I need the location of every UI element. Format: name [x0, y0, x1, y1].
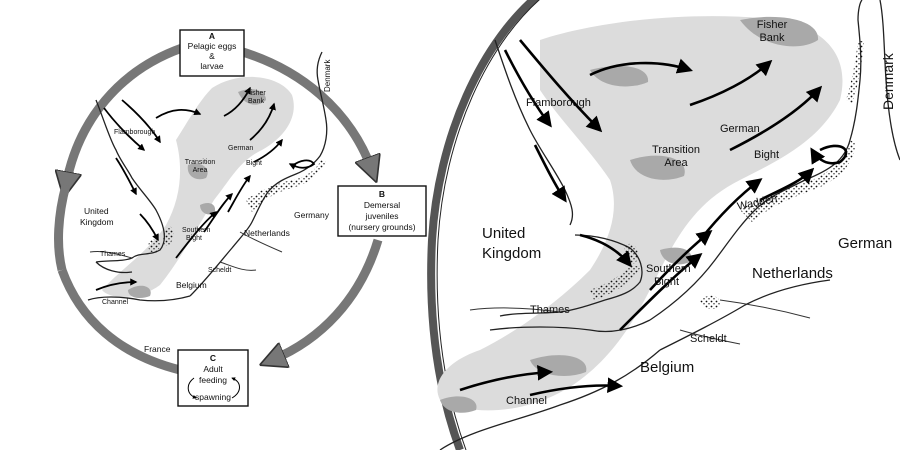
right-label-germany-cut: German: [838, 235, 892, 252]
right-label-bight2: Bight: [654, 276, 679, 288]
stage-c-line2: feeding: [199, 375, 227, 385]
left-panel: A Pelagic eggs & larvae B Demersal juven…: [54, 29, 427, 407]
stage-a-letter: A: [209, 31, 215, 41]
left-label-belgium: Belgium: [176, 280, 207, 290]
stage-c-line1: Adult: [203, 364, 223, 374]
left-label-kingdom: Kingdom: [80, 217, 114, 227]
feeding-cycle-icon: [187, 377, 197, 399]
right-shading: [437, 16, 843, 413]
nursery-shading: [102, 76, 294, 298]
left-label-southern: Southern: [182, 227, 211, 234]
right-label-denmark: Denmark: [880, 52, 896, 110]
stage-a-box: A Pelagic eggs & larvae: [179, 29, 245, 77]
right-label-channel: Channel: [506, 395, 547, 407]
cycle-arrow-icon: [54, 43, 383, 375]
right-label-southern: Southern: [646, 263, 691, 275]
stage-b-line2: juveniles: [364, 211, 398, 221]
left-label-transition: Transition: [185, 159, 216, 166]
left-label-bight2: Bight: [186, 235, 202, 242]
left-stipple: [148, 158, 326, 253]
stage-b-line1: Demersal: [364, 200, 400, 210]
right-label-united: United: [482, 225, 525, 242]
left-label-united: United: [84, 206, 109, 216]
left-label-channel: Channel: [102, 299, 129, 306]
left-label-denmark: Denmark: [323, 59, 332, 92]
right-label-area: Area: [664, 157, 688, 169]
left-label-germany: Germany: [294, 210, 330, 220]
left-label-france: France: [144, 344, 171, 354]
stage-b-letter: B: [379, 189, 385, 199]
left-label-thames: Thames: [100, 251, 126, 258]
stage-b-line3: (nursery grounds): [348, 222, 415, 232]
right-labels: Fisher Bank Flamborough Transition Area …: [482, 19, 896, 407]
left-rivers: [89, 231, 283, 271]
left-label-scheldt: Scheldt: [208, 267, 231, 274]
right-label-transition: Transition: [652, 144, 700, 156]
right-label-netherlands: Netherlands: [752, 265, 833, 282]
left-label-bank: Bank: [248, 98, 264, 105]
left-labels: Fisher Bank Flamborough Transition Area …: [80, 59, 332, 354]
left-label-flamborough: Flamborough: [114, 129, 155, 136]
right-rivers: [469, 299, 811, 345]
spawning-cycle-icon: [231, 377, 240, 399]
left-label-fisher: Fisher: [246, 90, 266, 97]
right-label-bank: Bank: [759, 32, 785, 44]
left-label-area: Area: [193, 167, 208, 174]
right-label-scheldt: Scheldt: [690, 333, 727, 345]
right-label-kingdom: Kingdom: [482, 245, 541, 262]
right-label-belgium: Belgium: [640, 359, 694, 376]
stage-b-box: B Demersal juveniles (nursery grounds): [337, 185, 427, 237]
current-arrow-icon: [95, 86, 316, 291]
right-label-fisher: Fisher: [757, 19, 788, 31]
current-arrow-icon-large: [459, 39, 848, 397]
stage-c-line3: spawning: [195, 392, 231, 402]
left-label-netherlands: Netherlands: [244, 228, 290, 238]
stage-c-letter: C: [210, 353, 216, 363]
stage-a-line3: larvae: [200, 61, 223, 71]
right-label-thames: Thames: [530, 304, 570, 316]
right-panel: Fisher Bank Flamborough Transition Area …: [427, 0, 900, 450]
stage-a-line2: &: [209, 51, 215, 61]
stage-a-line1: Pelagic eggs: [188, 41, 237, 51]
left-label-german: German: [228, 145, 253, 152]
right-label-bight: Bight: [754, 149, 779, 161]
right-label-flamborough: Flamborough: [526, 97, 591, 109]
right-stipple: [590, 40, 864, 309]
left-label-bight: Bight: [246, 160, 262, 167]
right-label-german: German: [720, 123, 760, 135]
stage-c-box: C Adult feeding spawning: [177, 349, 249, 407]
